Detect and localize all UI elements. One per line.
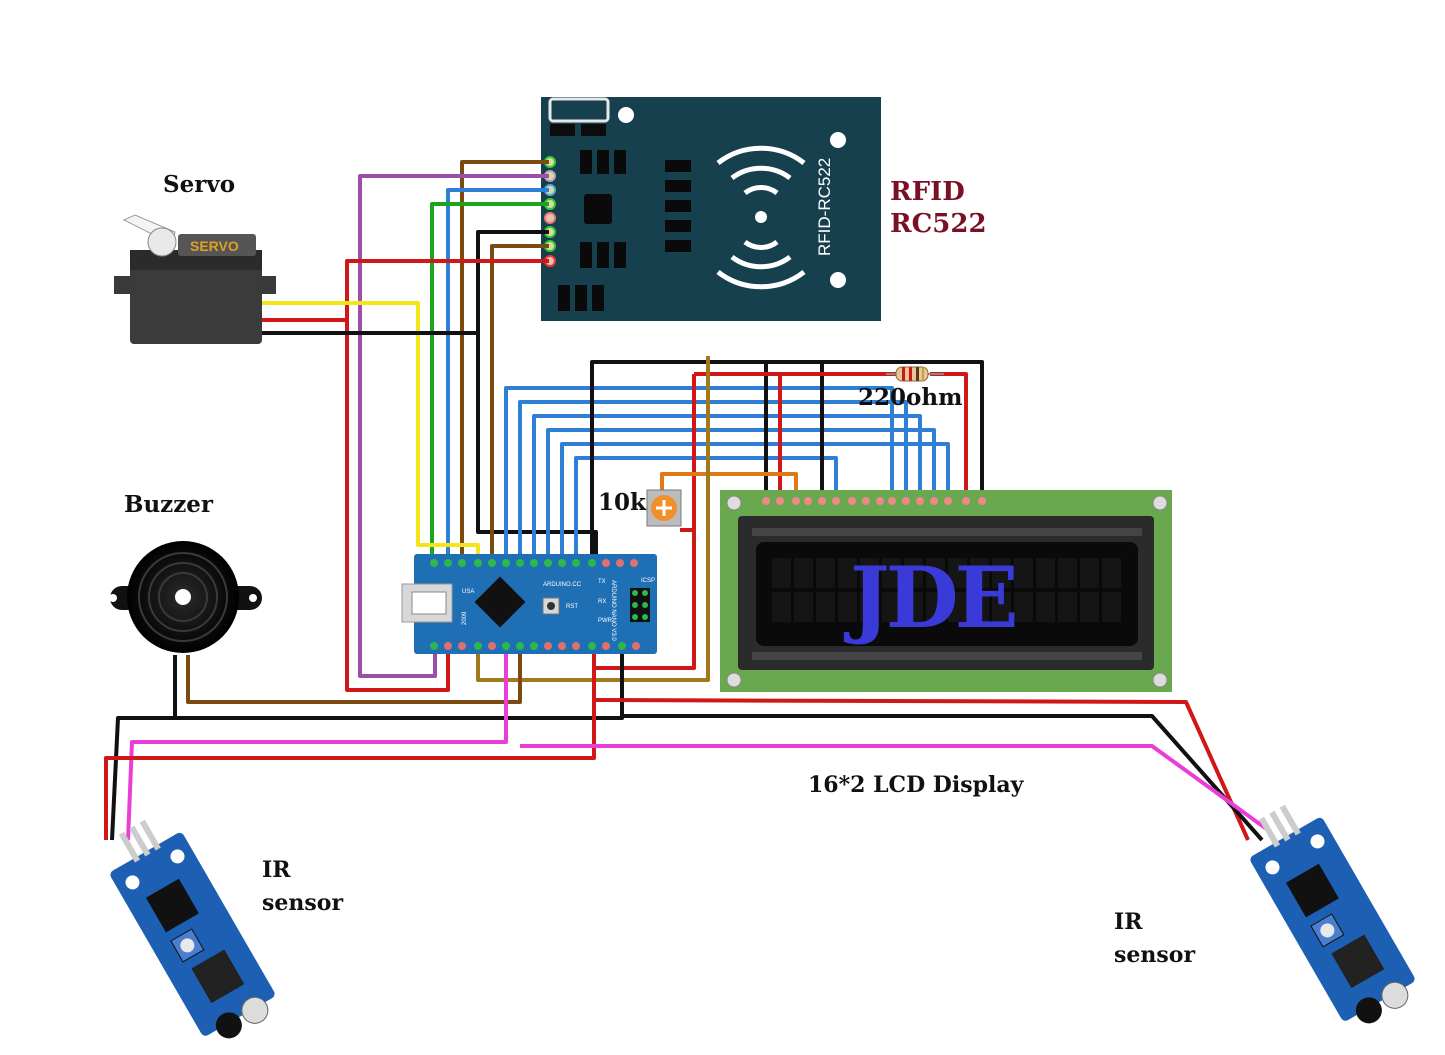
arduino-usa-text: USA <box>462 589 474 595</box>
lcd-16x2-display: JDE <box>720 490 1172 692</box>
lcd-char-cell <box>992 592 1011 622</box>
arduino-rst-text: RST <box>566 604 578 610</box>
lcd-char-cell <box>838 592 857 622</box>
lcd-char-cell <box>948 558 967 588</box>
wire-rfid-mosi-blue <box>446 188 549 560</box>
lcd-screen-text: JDE <box>843 548 1015 647</box>
lcd-caption: 16*2 LCD Display <box>808 772 1024 798</box>
lcd-char-cell <box>1014 592 1033 622</box>
lcd-char-cell <box>860 558 879 588</box>
lcd-char-cell <box>794 592 813 622</box>
lcd-char-cell <box>1102 592 1121 622</box>
lcd-char-cell <box>794 558 813 588</box>
arduino-rx-text: RX <box>598 599 606 605</box>
resistor-label: 220ohm <box>858 384 963 411</box>
lcd-char-cell <box>1080 592 1099 622</box>
wire-rfid-gnd-black <box>476 230 598 560</box>
wire-servo-signal-yellow <box>262 301 480 560</box>
lcd-char-cell <box>860 592 879 622</box>
servo-label: Servo <box>163 171 236 198</box>
arduino-bottom-pins <box>430 642 640 650</box>
potentiometer-10k <box>646 489 682 527</box>
servo-motor: SERVO <box>114 214 276 344</box>
lcd-char-cell <box>1036 592 1055 622</box>
arduino-icsp-text: ICSP <box>641 578 655 584</box>
lcd-char-cell <box>882 592 901 622</box>
wire-rfid-rst-brown <box>490 244 549 560</box>
wire-rfid-sda-brown <box>460 160 549 560</box>
wire-rfid-sck-purple <box>358 174 549 678</box>
wire-rfid-3v3-red <box>345 259 549 692</box>
lcd-char-cell <box>1058 558 1077 588</box>
arduino-top-pins <box>430 559 638 567</box>
ir-left-label-line1: IR <box>262 857 291 883</box>
wire-ir-right-magenta <box>520 744 1270 832</box>
ir-right-label-line2: sensor <box>1114 942 1196 968</box>
arduino-pwr-text: PWR <box>598 618 613 624</box>
lcd-char-cell <box>1036 558 1055 588</box>
wire-ir-left-magenta <box>126 650 508 841</box>
wire-lcd-gnd-black <box>590 360 984 560</box>
lcd-char-cell <box>948 592 967 622</box>
lcd-char-cell <box>838 558 857 588</box>
lcd-char-cell <box>1014 558 1033 588</box>
wire-ir-left-black <box>110 650 624 841</box>
wire-ir-right-red <box>593 698 1250 841</box>
wire-lcd-d4-blue <box>546 428 936 560</box>
arduino-nano: ARDUINO.CC RST PWR TX RX ICSP USA 2009 A… <box>401 554 657 654</box>
lcd-char-cell <box>816 558 835 588</box>
pot-label: 10k <box>598 489 646 516</box>
ir-right-label-line1: IR <box>1114 909 1143 935</box>
arduino-model-text: ARDUINO NANO V3.0 <box>610 580 616 641</box>
rfid-antenna-icon <box>716 145 806 290</box>
wire-lcd-d6-blue <box>518 400 908 560</box>
lcd-header-pins <box>762 497 986 505</box>
lcd-char-cell <box>882 558 901 588</box>
lcd-char-cell <box>772 592 791 622</box>
lcd-char-cell <box>1080 558 1099 588</box>
lcd-char-cell <box>926 558 945 588</box>
wires <box>104 160 1270 842</box>
wire-lcd-en-blue <box>560 442 950 560</box>
wire-lcd-contrast-orange <box>660 472 798 500</box>
lcd-pixel-grid <box>772 558 1121 622</box>
rfid-label-line1: RFID <box>890 177 965 207</box>
rfid-rc522-module: RFID-RC522 <box>541 97 881 321</box>
ir-left-label-line2: sensor <box>262 890 344 916</box>
lcd-char-cell <box>772 558 791 588</box>
buzzer <box>109 541 262 653</box>
rfid-label-line2: RC522 <box>890 209 987 239</box>
lcd-char-cell <box>1058 592 1077 622</box>
resistor-220ohm <box>886 366 944 382</box>
arduino-year-text: 2009 <box>462 611 468 625</box>
ir-sensor-left <box>110 819 275 1039</box>
wire-ir-left-red <box>104 650 596 840</box>
wire-buzzer-brown <box>186 650 522 704</box>
lcd-char-cell <box>926 592 945 622</box>
rfid-header-pins <box>544 156 556 267</box>
lcd-char-cell <box>904 558 923 588</box>
rfid-board-text: RFID-RC522 <box>815 158 834 256</box>
lcd-char-cell <box>970 558 989 588</box>
wire-rfid-miso-green <box>430 202 549 560</box>
lcd-char-cell <box>904 592 923 622</box>
lcd-char-cell <box>816 592 835 622</box>
arduino-tx-text: TX <box>598 579 606 585</box>
lcd-char-cell <box>970 592 989 622</box>
wire-lcd-d5-blue <box>532 414 922 560</box>
buzzer-label: Buzzer <box>124 491 214 518</box>
ir-sensor-right <box>1250 804 1415 1024</box>
arduino-brand-text: ARDUINO.CC <box>543 582 582 588</box>
servo-body-text: SERVO <box>190 238 239 254</box>
lcd-char-cell <box>1102 558 1121 588</box>
lcd-char-cell <box>992 558 1011 588</box>
